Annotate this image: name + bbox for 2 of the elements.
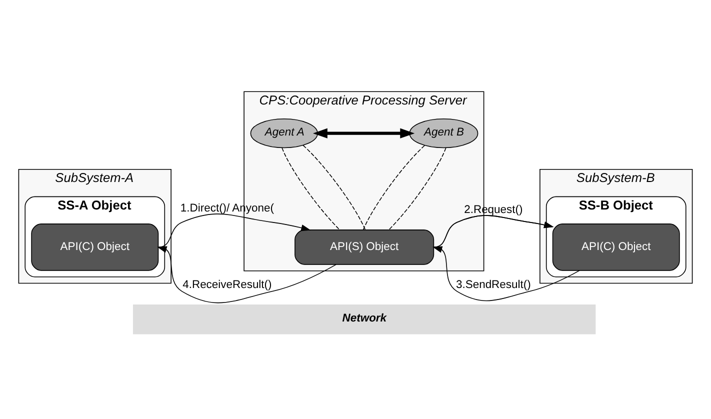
edge-label: 4.ReceiveResult() [182,279,272,292]
edge-label: 3.SendResult() [456,279,531,292]
